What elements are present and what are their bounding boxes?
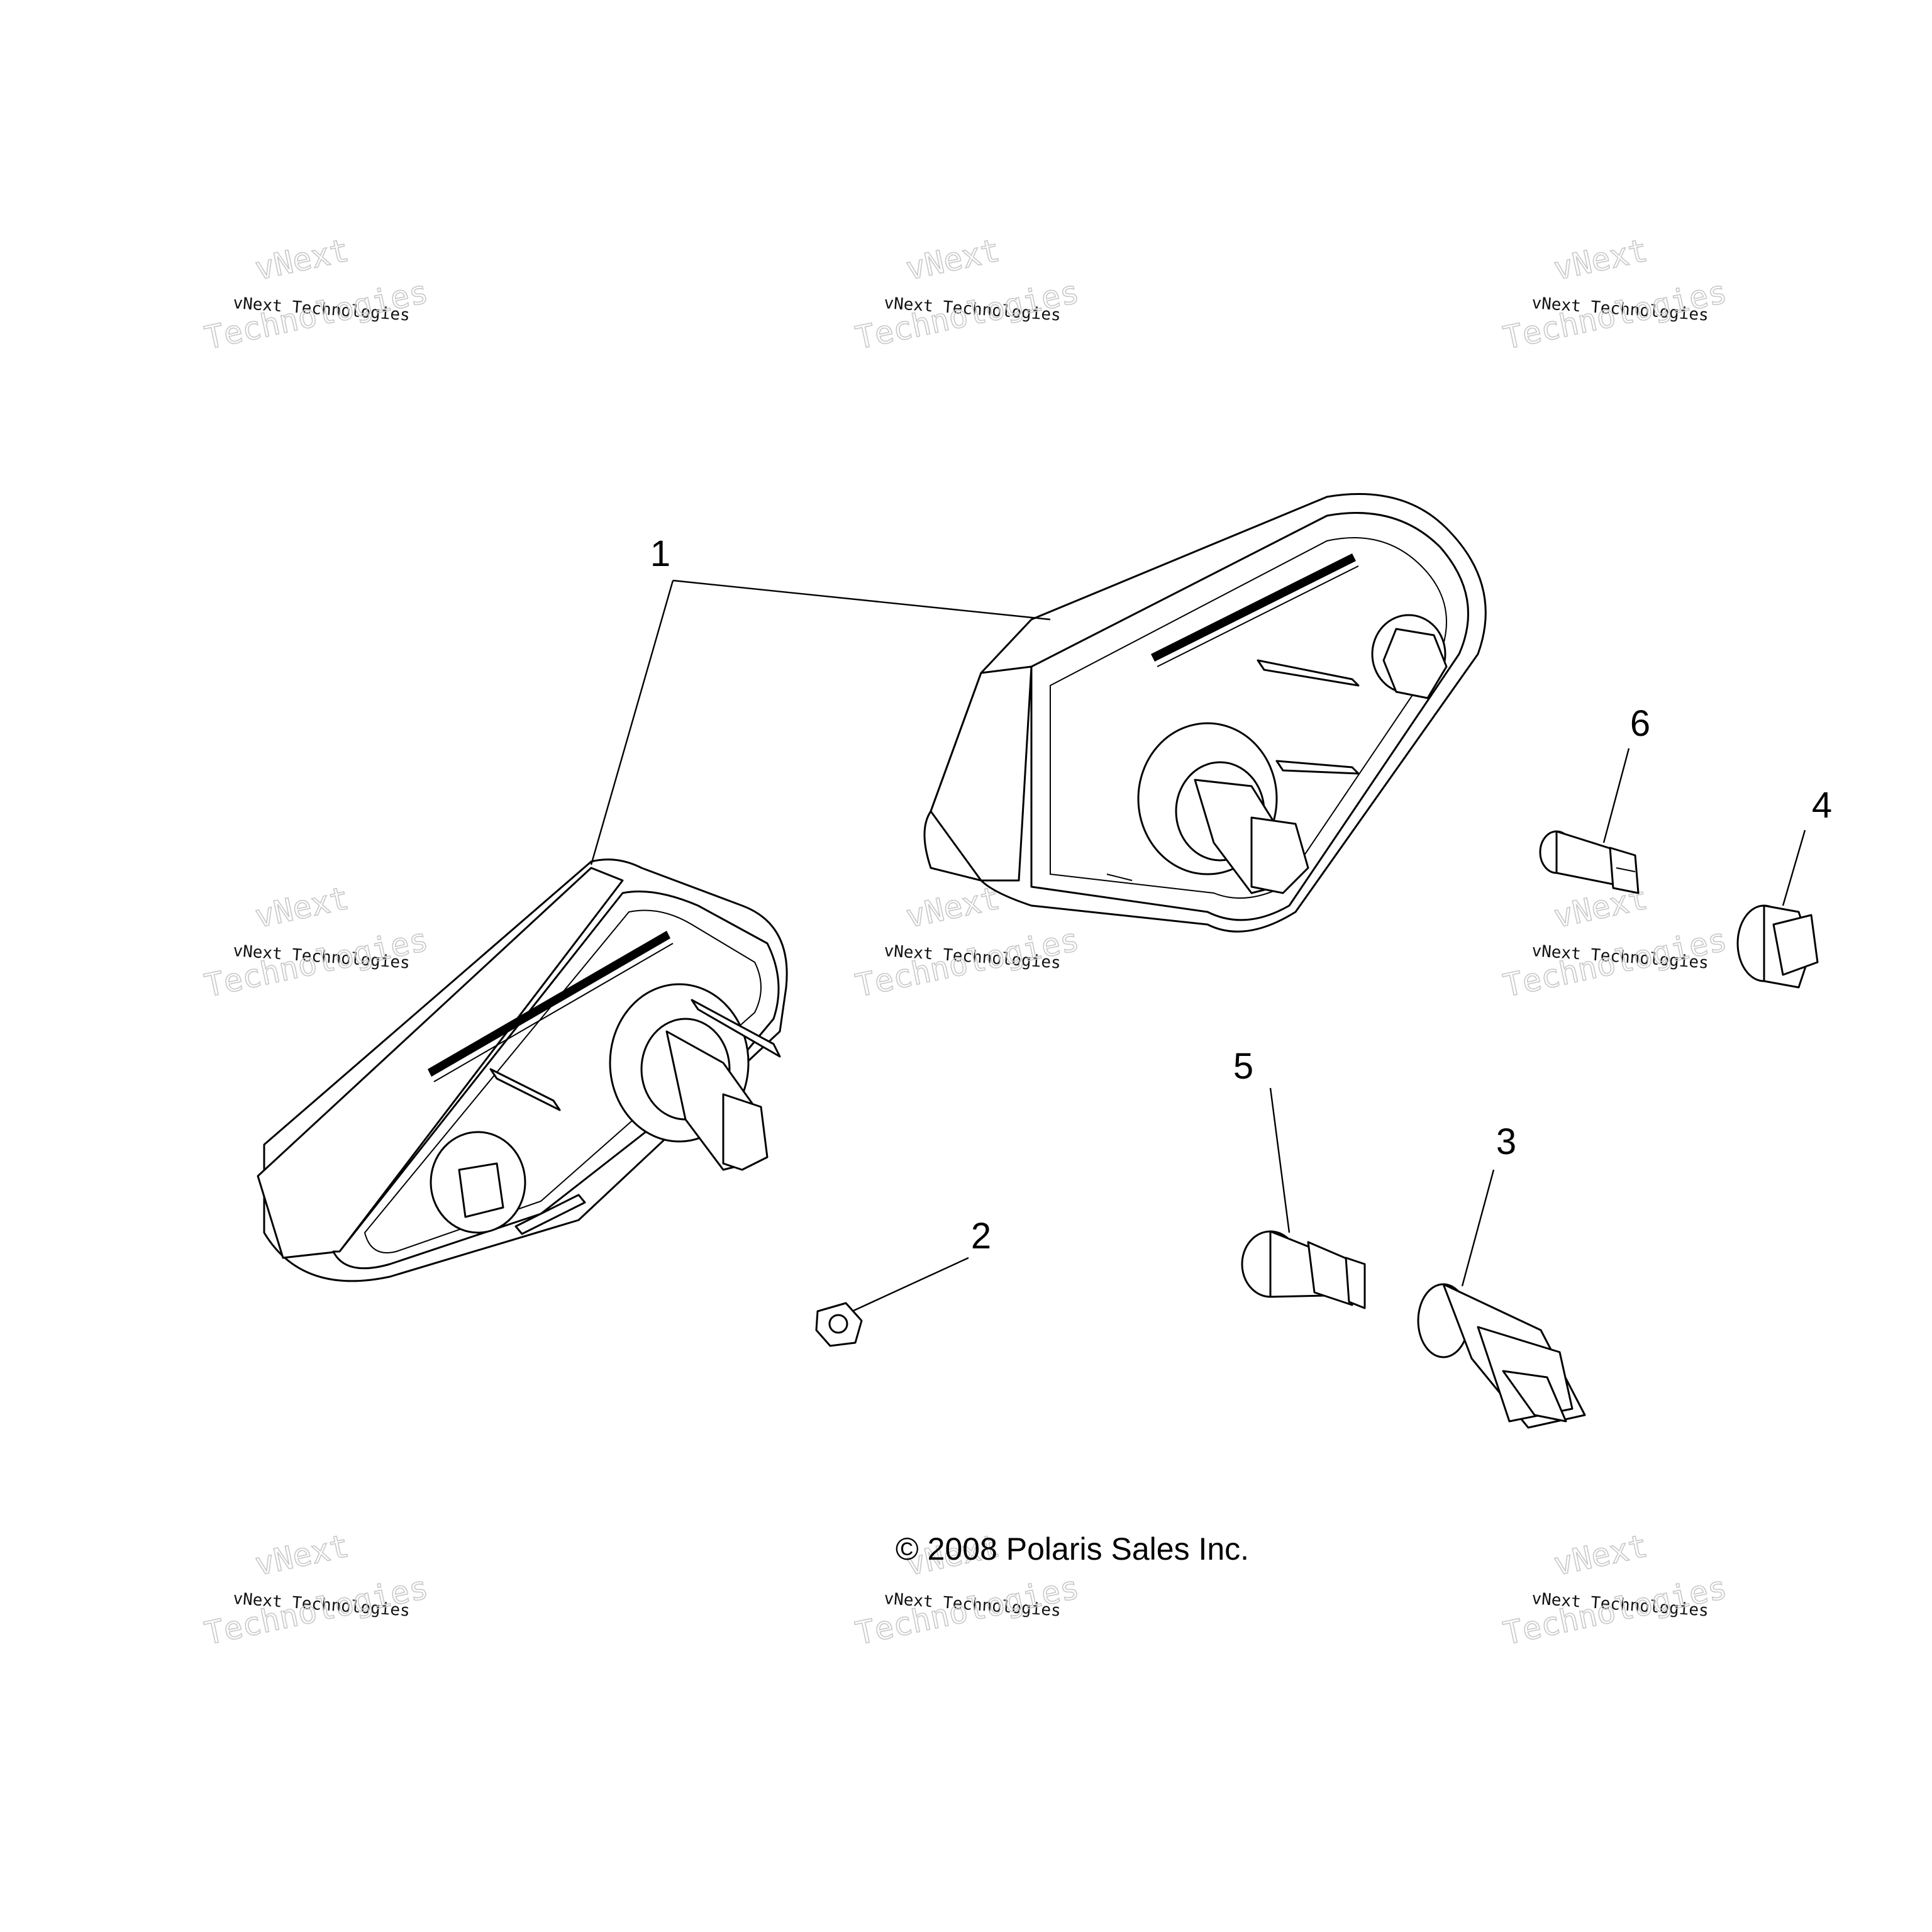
callout-4: 4 xyxy=(1812,785,1832,826)
watermark-line3: Technologies xyxy=(852,921,1082,1004)
callout-3: 3 xyxy=(1496,1121,1516,1162)
watermark-line3: Technologies xyxy=(1500,274,1729,357)
watermark-line1: vNext xyxy=(252,232,352,287)
tail-light-housing-right xyxy=(923,493,1487,933)
watermark-line1: vNext xyxy=(902,232,1002,287)
callout-1: 1 xyxy=(650,533,670,574)
watermark-line1: vNext xyxy=(1550,1528,1650,1583)
tail-light-housing-left xyxy=(257,858,788,1282)
watermark-line3: Technologies xyxy=(201,1569,431,1652)
watermark-line1: vNext xyxy=(252,880,352,935)
callout-5: 5 xyxy=(1233,1046,1253,1087)
copyright-text: © 2008 Polaris Sales Inc. xyxy=(896,1531,1249,1567)
callout-6: 6 xyxy=(1630,703,1650,744)
watermark-line3: Technologies xyxy=(852,1569,1082,1652)
callout-2: 2 xyxy=(971,1216,991,1257)
watermark-line3: Technologies xyxy=(201,274,431,357)
watermark-line1: vNext xyxy=(902,880,1002,935)
bulb-socket-small xyxy=(1736,904,1819,989)
callout-labels: 1 2 3 4 5 6 xyxy=(650,533,1832,1257)
watermark-line3: Technologies xyxy=(201,921,431,1004)
bulb-large xyxy=(1241,1230,1366,1309)
watermark-line3: Technologies xyxy=(1500,1569,1729,1652)
wedge-bulb xyxy=(1539,830,1640,894)
watermark-line1: vNext xyxy=(1550,232,1650,287)
bulb-socket-large xyxy=(1417,1283,1586,1429)
hex-nut xyxy=(815,1302,863,1347)
watermark-line3: Technologies xyxy=(852,274,1082,357)
watermark-line1: vNext xyxy=(252,1528,352,1583)
leader-lines xyxy=(590,579,1806,1313)
watermark-line3: Technologies xyxy=(1500,921,1729,1004)
